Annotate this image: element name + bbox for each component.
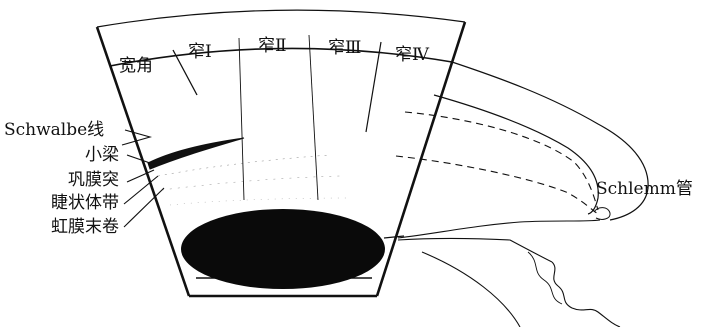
label-scleral-spur: 巩膜突	[68, 170, 119, 190]
iris-root-blob	[181, 209, 385, 289]
label-schwalbe-line: Schwalbe线	[4, 120, 104, 140]
label-iris-root: 虹膜末卷	[51, 217, 119, 237]
grade-label-narrow-3: 窄Ⅲ	[328, 38, 361, 58]
mirror-frame	[95, 9, 467, 298]
label-ciliary-band: 睫状体带	[51, 193, 119, 213]
left-leader-lines	[121, 129, 165, 228]
grade-label-wide: 宽角	[119, 56, 153, 76]
trabecular-wedge	[147, 137, 245, 170]
grade-label-narrow-2: 窄Ⅱ	[258, 36, 287, 56]
label-trabecula: 小梁	[85, 145, 119, 165]
grade-labels: 宽角 窄Ⅰ 窄Ⅱ 窄Ⅲ 窄Ⅳ	[119, 36, 430, 76]
angle-structures	[147, 137, 385, 289]
grade-label-narrow-4: 窄Ⅳ	[395, 45, 430, 65]
angle-cross-section	[383, 61, 649, 327]
label-schlemm-canal: Schlemm管	[596, 179, 693, 199]
grade-label-narrow-1: 窄Ⅰ	[188, 42, 212, 62]
structure-labels: Schwalbe线 小梁 巩膜突 睫状体带 虹膜末卷	[4, 120, 119, 237]
band-dividers	[172, 34, 382, 201]
